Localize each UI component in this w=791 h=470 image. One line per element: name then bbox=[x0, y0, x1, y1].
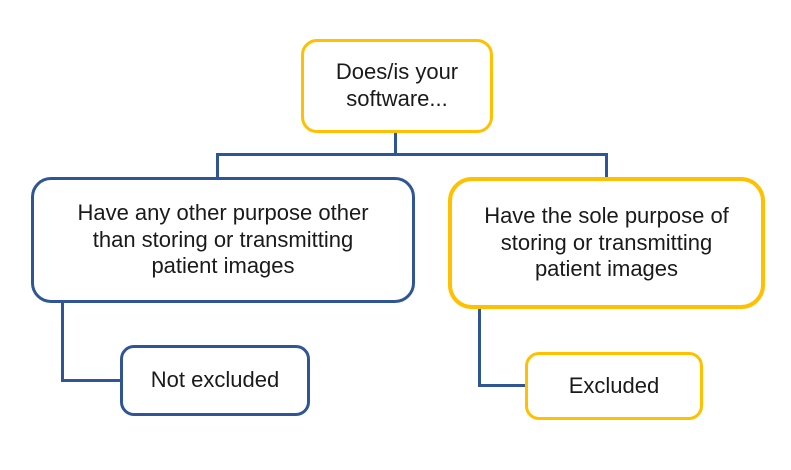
node-not-excluded-outcome: Not excluded bbox=[120, 345, 310, 416]
connector-branch-bar bbox=[216, 153, 608, 156]
connector-right-branch-drop bbox=[605, 153, 608, 179]
node-other-purpose-question: Have any other purpose other than storin… bbox=[31, 177, 415, 303]
node-excluded-outcome-label: Excluded bbox=[568, 372, 660, 398]
node-root-question-label: Does/is your software... bbox=[335, 59, 459, 111]
node-sole-purpose-question-label: Have the sole purpose of storing or tran… bbox=[484, 202, 729, 282]
connector-right-elbow-vertical bbox=[478, 308, 481, 387]
connector-right-elbow-horizontal bbox=[478, 384, 527, 387]
node-sole-purpose-question: Have the sole purpose of storing or tran… bbox=[448, 177, 765, 309]
node-excluded-outcome: Excluded bbox=[525, 352, 703, 420]
node-other-purpose-question-label: Have any other purpose other than storin… bbox=[77, 199, 369, 279]
connector-root-stem bbox=[394, 132, 397, 156]
connector-left-elbow-horizontal bbox=[61, 379, 122, 382]
node-root-question: Does/is your software... bbox=[301, 39, 493, 133]
connector-left-branch-drop bbox=[216, 153, 219, 179]
connector-left-elbow-vertical bbox=[61, 302, 64, 382]
node-not-excluded-outcome-label: Not excluded bbox=[150, 367, 280, 393]
